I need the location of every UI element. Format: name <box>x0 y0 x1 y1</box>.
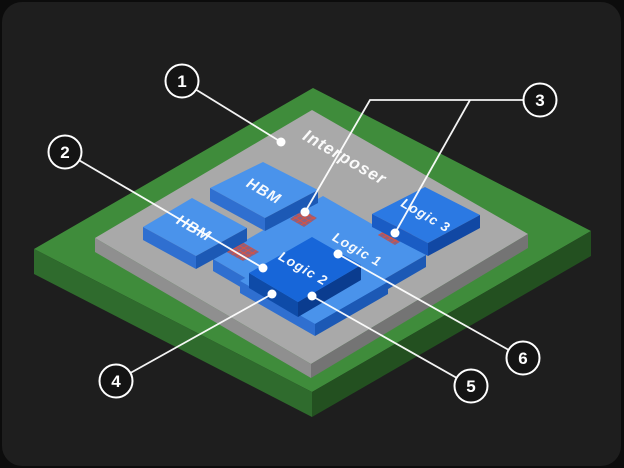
callout-line-5 <box>311 295 472 387</box>
callout-line-6 <box>337 253 524 359</box>
callout-dot-5 <box>307 291 317 301</box>
callout-dot-3a <box>300 207 310 217</box>
callout-dot-1 <box>276 137 286 147</box>
callout-marker-6: 6 <box>505 340 541 376</box>
chip-hbm-back: HBM <box>210 162 318 231</box>
callout-marker-1: 1 <box>164 63 200 99</box>
svg-text:1: 1 <box>177 72 186 91</box>
callout-marker-5: 5 <box>453 368 489 404</box>
callout-marker-4: 4 <box>98 363 134 399</box>
callout-line-3a <box>304 99 524 213</box>
svg-text:4: 4 <box>111 372 121 391</box>
svg-text:3: 3 <box>535 91 544 110</box>
callout-line-1 <box>181 80 282 143</box>
callout-marker-2: 2 <box>47 134 83 170</box>
microbump-top <box>290 210 317 227</box>
callout-dot-4 <box>267 289 277 299</box>
callout-line-2 <box>64 151 264 269</box>
svg-text:2: 2 <box>60 143 69 162</box>
callout-dot-6 <box>333 249 343 259</box>
callout-dots <box>258 137 400 301</box>
callout-marker-3: 3 <box>522 82 558 118</box>
callout-line-4 <box>115 293 273 382</box>
svg-text:6: 6 <box>518 349 527 368</box>
callout-lines <box>64 80 524 387</box>
callout-line-3b <box>394 99 471 234</box>
chip-logic2: Logic 2 <box>249 237 361 317</box>
callout-dot-3b <box>390 228 400 238</box>
chip-logic3: Logic 3 <box>372 187 480 256</box>
callout-dot-2 <box>258 263 268 273</box>
svg-text:5: 5 <box>466 377 475 396</box>
